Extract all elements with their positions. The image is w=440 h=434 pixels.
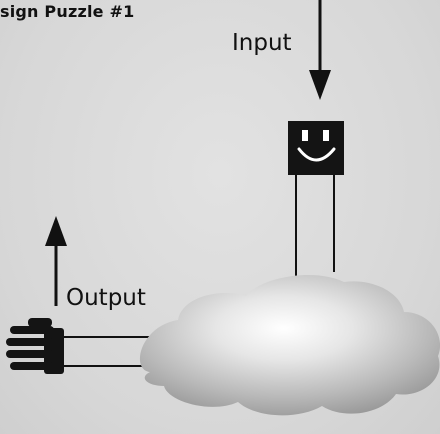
- input-wires: [295, 174, 335, 278]
- input-arrow-down-icon: [309, 0, 331, 100]
- output-label: Output: [66, 285, 146, 311]
- smiley-face-icon: [288, 121, 344, 175]
- diagram-title: sign Puzzle #1: [0, 2, 135, 21]
- input-label: Input: [232, 30, 292, 56]
- cloud-icon: [139, 274, 440, 416]
- hand-icon: [6, 318, 64, 374]
- output-arrow-up-icon: [45, 216, 67, 306]
